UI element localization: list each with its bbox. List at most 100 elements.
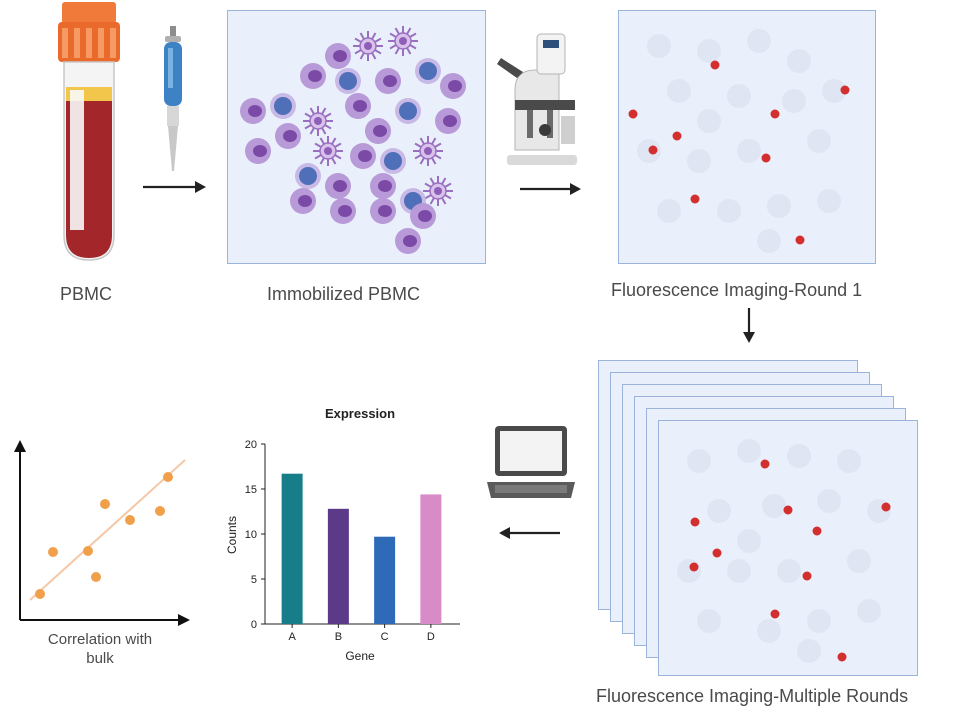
scatter-point [91,572,101,582]
faint-cell [757,229,781,253]
cell [395,98,421,124]
fluorescent-spot [770,109,780,119]
cell [413,136,443,166]
chart-x-tick-label: B [335,631,342,643]
faint-cell [687,149,711,173]
fluorescent-spot [690,194,700,204]
faint-cell [697,109,721,133]
faint-cell [737,529,761,553]
trend-line [29,459,186,601]
fluorescent-spot [648,145,658,155]
chart-bar [420,494,442,624]
fluorescent-spot [761,153,771,163]
fluorescent-spot [795,235,805,245]
cell-field [240,26,466,254]
faint-cell [657,199,681,223]
faint-cell [757,619,781,643]
fluorescent-spot [628,109,638,119]
multi-round-front-panel [658,420,918,676]
immobilized-pbmc-panel [227,10,486,264]
cell [303,106,333,136]
microscope-icon [497,33,577,165]
cell [325,173,351,199]
chart-y-tick-label: 5 [251,574,257,586]
cell [350,143,376,169]
fluorescent-spot [689,562,699,572]
faint-cell [847,549,871,573]
cell [313,136,343,166]
faint-cell [782,89,806,113]
cell [335,68,361,94]
fluorescent-spot [672,131,682,141]
cell [370,198,396,224]
faint-cell [677,559,701,583]
fluorescent-spot [802,571,812,581]
chart-x-tick-label: A [288,631,296,643]
arrow-multi-to-chart [499,527,560,539]
multi-round-spot-field [677,439,891,663]
cell [370,173,396,199]
cell [375,68,401,94]
fluorescent-spot [881,502,891,512]
scatter-point [48,547,58,557]
immobilized-label: Immobilized PBMC [267,284,421,304]
correlation-scatter-plot [14,440,190,626]
scatter-point [35,589,45,599]
faint-cell [787,444,811,468]
arrow-round1-to-multi [743,308,755,343]
fluorescent-spot [840,85,850,95]
round1-panel [618,10,876,264]
cell [290,188,316,214]
cell [388,26,418,56]
round1-spot-field [628,29,850,253]
multi-round-label: Fluorescence Imaging-Multiple Rounds [596,686,909,706]
cell [435,108,461,134]
cell [345,93,371,119]
cell [440,73,466,99]
chart-x-axis-label: Gene [345,649,375,663]
faint-cell [857,599,881,623]
pbmc-label: PBMC [60,284,113,304]
scatter-point [100,499,110,509]
fluorescent-spot [760,459,770,469]
chart-bar [281,473,303,624]
faint-cell [767,194,791,218]
faint-cell [727,559,751,583]
correlation-label-line1: Correlation with [47,631,153,648]
chart-x-tick-label: D [427,631,435,643]
chart-bar [374,536,396,624]
fluorescent-spot [770,609,780,619]
fluorescent-spot [710,60,720,70]
cell [365,118,391,144]
pipette-icon [164,26,182,171]
chart-y-tick-label: 10 [245,529,257,541]
cell [270,93,296,119]
fluorescent-spot [712,548,722,558]
chart-bar [327,508,349,624]
faint-cell [787,49,811,73]
cell [245,138,271,164]
cell [415,58,441,84]
cell [395,228,421,254]
cell [300,63,326,89]
faint-cell [697,39,721,63]
cell [295,163,321,189]
chart-title: Expression [325,406,395,421]
fluorescent-spot [783,505,793,515]
chart-y-tick-label: 20 [245,439,257,451]
cell [240,98,266,124]
faint-cell [837,449,861,473]
faint-cell [647,34,671,58]
cell [325,43,351,69]
faint-cell [687,449,711,473]
chart-y-tick-label: 15 [245,484,257,496]
chart-y-axis-label: Counts [225,516,239,554]
fluorescent-spot [837,652,847,662]
laptop-icon [487,426,575,498]
cell [423,176,453,206]
chart-x-tick-label: C [381,631,389,643]
scatter-point [125,515,135,525]
faint-cell [737,139,761,163]
blood-tube-icon [58,2,120,261]
